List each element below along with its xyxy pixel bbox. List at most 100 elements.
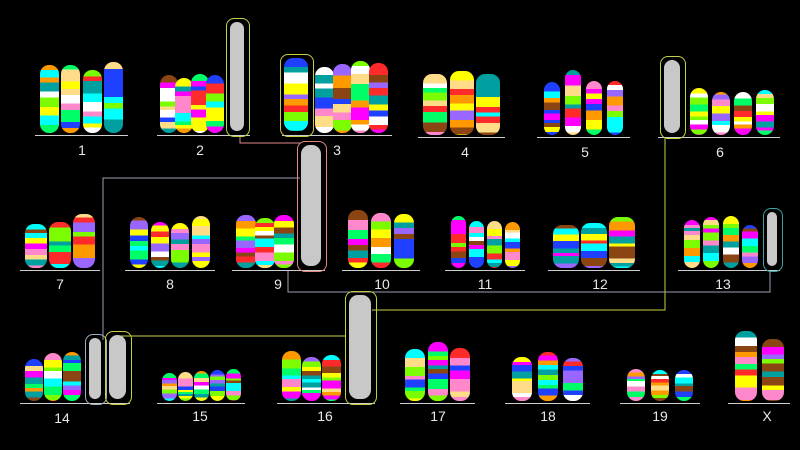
chromosome — [159, 75, 178, 133]
chromosome-baseline — [20, 270, 100, 271]
chromosome — [761, 339, 784, 401]
chromosome — [191, 216, 210, 268]
chromosome — [405, 349, 426, 401]
chromosome-label: 15 — [192, 408, 208, 424]
chromosome — [450, 215, 466, 268]
connector-line — [372, 137, 666, 311]
chromosome — [712, 91, 730, 135]
chromosome — [586, 80, 603, 135]
chromosome-baseline — [35, 135, 128, 136]
chromosome — [449, 347, 470, 401]
chromosome — [543, 81, 560, 135]
chromosome — [475, 73, 500, 135]
chromosome — [722, 215, 739, 268]
chromosome-highlighted — [301, 145, 321, 266]
chromosome — [511, 356, 532, 401]
chromosome-baseline — [678, 270, 780, 271]
chromosome-baseline — [232, 270, 325, 271]
connector-line — [239, 136, 300, 144]
chromosome-baseline — [125, 270, 215, 271]
chromosome — [564, 70, 581, 135]
chromosome-label: 2 — [196, 142, 204, 158]
chromosome-highlighted — [89, 338, 101, 399]
chromosome-baseline — [282, 135, 392, 136]
chromosome — [537, 351, 558, 401]
chromosome — [468, 220, 484, 268]
chromosome-baseline — [548, 270, 640, 271]
chromosome-baseline — [342, 270, 420, 271]
chromosome — [177, 372, 193, 401]
chromosome — [206, 74, 225, 133]
connector-line — [102, 177, 300, 340]
chromosome-baseline — [537, 137, 630, 138]
chromosome-label: 11 — [477, 276, 493, 292]
highlight-box — [297, 141, 327, 272]
chromosome — [235, 215, 256, 268]
chromosome — [351, 61, 371, 133]
chromosome — [225, 369, 241, 401]
highlight-box — [345, 291, 377, 405]
chromosome — [281, 351, 301, 401]
highlight-box — [85, 334, 107, 405]
chromosome-baseline — [400, 403, 475, 404]
chromosome-highlighted — [664, 60, 680, 133]
highlight-box — [763, 208, 783, 272]
chromosome — [734, 330, 757, 401]
chromosome-label: 4 — [461, 144, 469, 160]
chromosome — [607, 80, 624, 135]
chromosome-label: 8 — [166, 276, 174, 292]
chromosome — [756, 90, 774, 135]
chromosome — [322, 354, 342, 401]
chromosome — [734, 92, 752, 135]
chromosome-baseline — [728, 403, 790, 404]
chromosome — [302, 356, 321, 401]
chromosome — [190, 73, 209, 133]
chromosome-baseline — [20, 403, 130, 404]
chromosome-label: 17 — [430, 408, 446, 424]
chromosome — [371, 213, 391, 268]
highlight-box — [660, 56, 686, 139]
chromosome — [427, 341, 448, 401]
chromosome-label: 19 — [652, 408, 668, 424]
chromosome — [150, 221, 169, 268]
chromosome — [44, 352, 62, 401]
chromosome-baseline — [658, 137, 780, 138]
chromosome — [103, 62, 123, 133]
chromosome-highlighted — [284, 58, 308, 131]
chromosome — [423, 73, 448, 135]
chromosome — [63, 352, 82, 401]
highlight-box — [105, 331, 132, 405]
chromosome — [486, 220, 502, 268]
chromosome-baseline — [445, 270, 525, 271]
chromosome-highlighted — [230, 22, 244, 131]
chromosome-label: 13 — [715, 276, 731, 292]
chromosome-baseline — [418, 137, 505, 138]
chromosome — [24, 359, 43, 401]
chromosome-label: 7 — [56, 276, 64, 292]
chromosome-baseline — [505, 403, 590, 404]
chromosome — [581, 223, 607, 268]
chromosome — [703, 217, 720, 268]
chromosome — [171, 223, 190, 268]
chromosome — [209, 369, 225, 401]
chromosome — [369, 63, 389, 133]
chromosome — [394, 214, 415, 268]
chromosome — [161, 373, 177, 401]
chromosome — [347, 209, 368, 268]
chromosome-label: 6 — [716, 144, 724, 160]
chromosome — [675, 369, 693, 401]
chromosome — [61, 64, 81, 133]
chromosome-label: 12 — [592, 276, 608, 292]
chromosome — [255, 218, 275, 268]
chromosome — [73, 214, 95, 268]
chromosome-baseline — [620, 403, 700, 404]
chromosome-baseline — [157, 135, 250, 136]
chromosome — [49, 222, 71, 268]
chromosome-label: 10 — [374, 276, 390, 292]
chromosome — [609, 217, 635, 268]
chromosome-baseline — [157, 403, 245, 404]
connector-line — [287, 271, 771, 293]
chromosome-label: 14 — [54, 410, 70, 426]
chromosome-label: 16 — [317, 408, 333, 424]
